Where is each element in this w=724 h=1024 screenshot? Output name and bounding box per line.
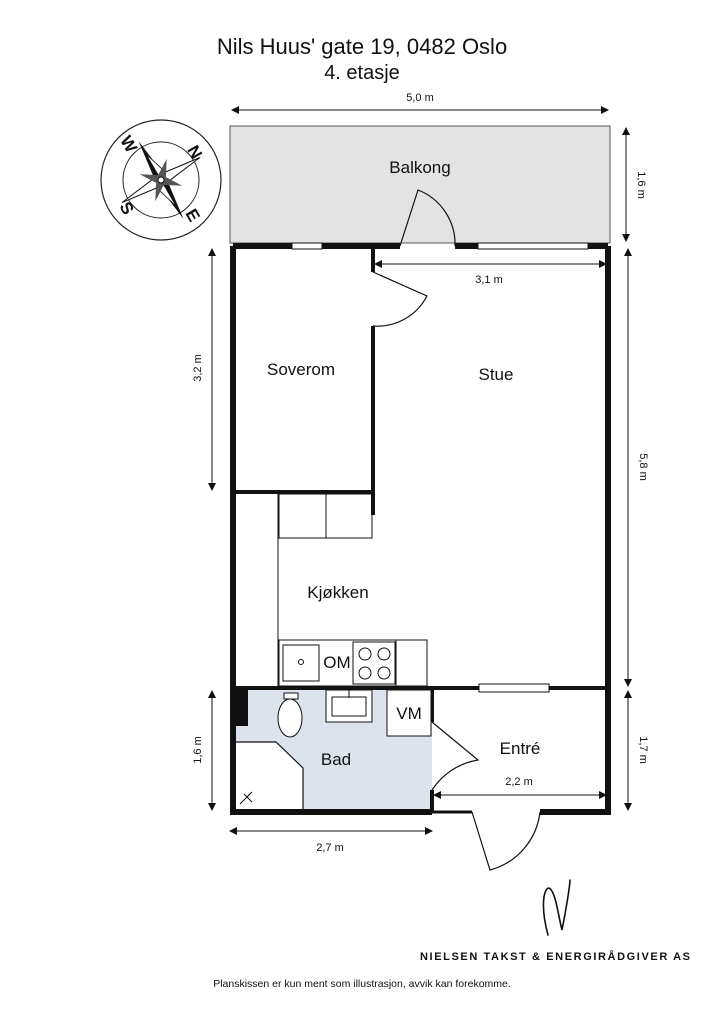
room-bath: Bad	[321, 750, 351, 769]
water-heater-label: VM	[396, 704, 422, 723]
company-logo-icon	[542, 879, 571, 936]
toilet-tank	[283, 692, 299, 700]
compass-rose: N S E W	[100, 119, 222, 241]
cooktop	[352, 641, 396, 685]
shower-drain-icon	[239, 791, 253, 805]
disclaimer: Planskissen er kun ment som illustrasjon…	[213, 978, 511, 990]
company-name: NIELSEN TAKST & ENERGIRÅDGIVER AS	[420, 951, 692, 963]
dim-balcony-depth: 1,6 m	[635, 171, 647, 199]
dimension-lines	[208, 106, 632, 835]
address-title: Nils Huus' gate 19, 0482 Oslo	[216, 34, 508, 59]
toilet	[277, 698, 303, 738]
dim-total-depth: 5,8 m	[637, 453, 649, 481]
window	[477, 242, 589, 250]
dim-bottom-width: 2,7 m	[316, 842, 344, 854]
kitchen-counter: OM	[278, 639, 428, 687]
dim-bedroom-depth: 3,2 m	[192, 354, 204, 382]
kitchen-upper-cabinets	[278, 493, 373, 539]
doors	[372, 189, 541, 871]
room-entrance: Entré	[500, 739, 541, 758]
bath-fixtures	[277, 689, 432, 738]
room-living: Stue	[479, 365, 514, 384]
dim-living-width: 3,1 m	[475, 274, 503, 286]
dim-entrance-width: 2,2 m	[505, 776, 533, 788]
floor-title: 4. etasje	[324, 62, 400, 84]
oven-label: OM	[323, 653, 350, 672]
room-balcony: Balkong	[389, 158, 450, 177]
dim-top-width: 5,0 m	[406, 92, 434, 104]
dim-entrance-depth: 1,7 m	[637, 736, 649, 764]
water-heater	[386, 689, 432, 737]
sink	[282, 644, 320, 682]
balcony-area	[229, 125, 611, 244]
window	[291, 242, 323, 250]
room-bedroom: Soverom	[267, 360, 335, 379]
interior-walls	[233, 246, 608, 812]
dim-bath-depth: 1,6 m	[192, 736, 204, 764]
room-kitchen: Kjøkken	[307, 583, 368, 602]
